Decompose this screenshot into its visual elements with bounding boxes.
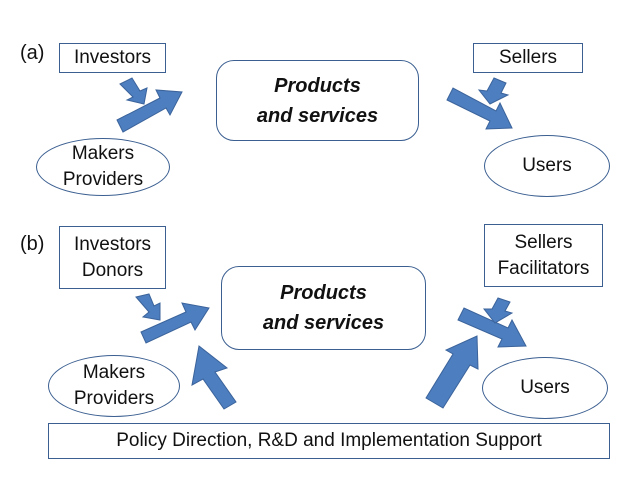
arrow-sellers-down <box>477 77 510 105</box>
products-line2: and services <box>256 104 379 127</box>
arrow-up-right-b <box>425 335 479 409</box>
panel-a-label: (a) <box>20 42 45 64</box>
products-line1: Products <box>274 74 361 97</box>
products-b-line1: Products <box>280 282 367 304</box>
facilitators-text: Facilitators <box>497 257 590 279</box>
investors-box: Investors <box>59 43 166 73</box>
arrow-products-to-users-b <box>457 307 527 348</box>
investors-donors-box: Investors Donors <box>59 226 166 289</box>
arrow-up-left-b <box>191 345 237 410</box>
sellers-facilitators-box: Sellers Facilitators <box>484 224 603 287</box>
arrow-products-to-users <box>446 87 513 130</box>
users-b-text: Users <box>520 377 570 398</box>
users-ellipse: Users <box>484 135 610 197</box>
users-text: Users <box>522 155 572 176</box>
investors-b-text: Investors <box>73 233 152 255</box>
makers-ellipse: Makers Providers <box>36 138 170 196</box>
providers-text: Providers <box>62 169 144 190</box>
donors-text: Donors <box>81 259 144 281</box>
policy-text: Policy Direction, R&D and Implementation… <box>116 430 542 451</box>
arrow-makers-to-products <box>116 89 183 133</box>
panel-b-label: (b) <box>20 233 45 255</box>
policy-support-box: Policy Direction, R&D and Implementation… <box>48 423 610 459</box>
sellers-text: Sellers <box>498 47 558 68</box>
providers-b-text: Providers <box>73 388 155 409</box>
sellers-box: Sellers <box>473 43 583 73</box>
products-b-line2: and services <box>262 312 385 334</box>
makers-ellipse-b: Makers Providers <box>48 355 180 417</box>
products-box: Products and services <box>216 60 419 141</box>
arrow-investors-down <box>119 77 148 105</box>
arrow-investors-down-b <box>135 293 161 321</box>
investors-text: Investors <box>73 47 152 68</box>
users-ellipse-b: Users <box>482 357 608 419</box>
sellers-b-text: Sellers <box>514 231 573 253</box>
products-box-b: Products and services <box>221 266 426 350</box>
makers-text: Makers <box>71 143 135 164</box>
makers-b-text: Makers <box>82 362 146 383</box>
arrow-makers-to-products-b <box>140 302 210 344</box>
arrow-sellers-down-b <box>482 297 514 324</box>
